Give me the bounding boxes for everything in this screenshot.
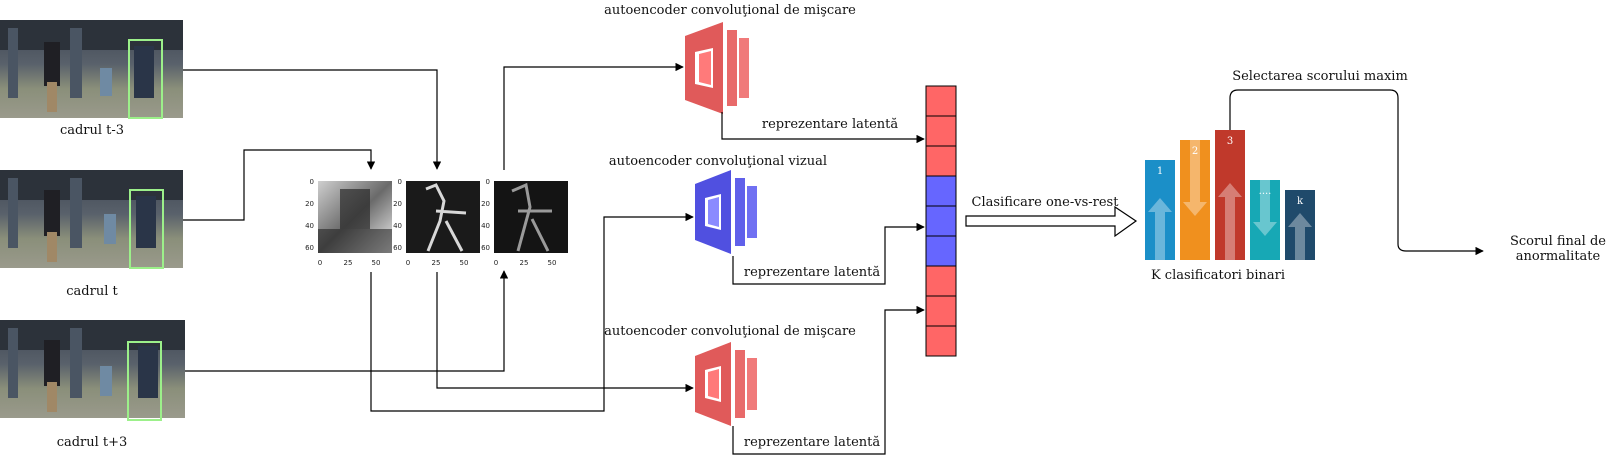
x-tick: 25: [344, 259, 353, 267]
latent-cell: [925, 235, 957, 267]
arrow-down-icon: [1183, 140, 1207, 216]
classifier-tag: 1: [1157, 166, 1163, 177]
feature-map-y-ticks: 0 20 40 60 0 20 40 60 0 20 40 60: [305, 178, 490, 252]
latent-cell: [925, 295, 957, 327]
autoencoder-motion-bottom-icon: [695, 342, 757, 426]
selection-label: Selectarea scorului maxim: [1232, 69, 1408, 84]
autoencoder-title: autoencoder convoluţional de mişcare: [604, 3, 856, 18]
y-tick: 20: [393, 200, 402, 208]
classifier-tag: k: [1297, 196, 1304, 207]
autoencoder-title: autoencoder convoluţional vizual: [609, 154, 827, 169]
frame-t: [0, 170, 183, 269]
classifier-tag: ....: [1259, 186, 1272, 197]
classifier-tag: 3: [1227, 136, 1233, 147]
y-tick: 0: [486, 178, 490, 186]
x-tick: 25: [432, 259, 441, 267]
y-tick: 60: [393, 244, 402, 252]
arrow-up-icon: [1288, 213, 1312, 260]
classifier-bars: 1 2 3.... k: [1145, 130, 1315, 260]
y-tick: 20: [305, 200, 314, 208]
autoencoder-title: autoencoder convoluţional de mişcare: [604, 324, 856, 339]
latent-cell: [925, 145, 957, 177]
output-label-line1: Scorul final de: [1510, 234, 1606, 249]
classifier-bar: ....: [1250, 180, 1280, 260]
arrow-down-icon: [1253, 180, 1277, 236]
classifier-bar-body: [1285, 190, 1315, 260]
x-tick: 50: [460, 259, 469, 267]
latent-label: reprezentare latentă: [744, 265, 880, 280]
y-tick: 20: [481, 200, 490, 208]
frame-caption-t: cadrul t: [66, 284, 118, 299]
x-tick: 0: [494, 259, 498, 267]
feature-map-x-ticks: 0 25 50 0 25 50 0 25 50: [318, 259, 557, 267]
x-tick: 50: [372, 259, 381, 267]
classifier-bar: 3: [1215, 130, 1245, 260]
latent-label: reprezentare latentă: [744, 435, 880, 450]
x-tick: 50: [548, 259, 557, 267]
arrow-up-icon: [1148, 198, 1172, 260]
frame-caption-t-plus-3: cadrul t+3: [57, 435, 128, 450]
arrow-up-icon: [1218, 183, 1242, 260]
feature-map-gradient-2: [494, 181, 568, 253]
latent-cell: [925, 265, 957, 297]
classifier-bar-body: [1180, 140, 1210, 260]
latent-cell: [925, 85, 957, 117]
x-tick: 0: [406, 259, 410, 267]
classifier-bar-body: [1250, 180, 1280, 260]
classification-arrow: [965, 205, 1138, 238]
x-tick: 25: [520, 259, 529, 267]
y-tick: 60: [305, 244, 314, 252]
classifier-bar-body: [1215, 130, 1245, 260]
feature-map-appearance: [318, 181, 392, 253]
latent-cell: [925, 175, 957, 207]
y-tick: 40: [305, 222, 314, 230]
classifier-tag: 2: [1192, 146, 1198, 157]
output-label-line2: anormalitate: [1516, 249, 1601, 264]
autoencoder-visual-icon: [695, 170, 757, 254]
latent-cell: [925, 325, 957, 357]
x-tick: 0: [318, 259, 322, 267]
connectors: [183, 62, 1484, 455]
latent-cell: [925, 205, 957, 237]
latent-cell: [925, 115, 957, 147]
y-tick: 40: [481, 222, 490, 230]
feature-map-gradient-1: [406, 181, 480, 253]
classification-label: Clasificare one-vs-rest: [972, 195, 1120, 210]
frame-caption-t-minus-3: cadrul t-3: [60, 123, 124, 138]
frame-t-plus-3: [0, 320, 185, 421]
y-tick: 60: [481, 244, 490, 252]
y-tick: 40: [393, 222, 402, 230]
classifiers-label: K clasificatori binari: [1151, 268, 1285, 283]
classifier-bar: 1: [1145, 160, 1175, 260]
classifier-bar: 2: [1180, 140, 1210, 260]
latent-vector: [925, 85, 957, 357]
classifier-bar-body: [1145, 160, 1175, 260]
classifier-bar: k: [1285, 190, 1315, 260]
latent-label: reprezentare latentă: [762, 117, 898, 132]
frame-t-minus-3: [0, 20, 183, 119]
autoencoder-motion-top-icon: [685, 22, 749, 114]
y-tick: 0: [398, 178, 402, 186]
y-tick: 0: [310, 178, 314, 186]
